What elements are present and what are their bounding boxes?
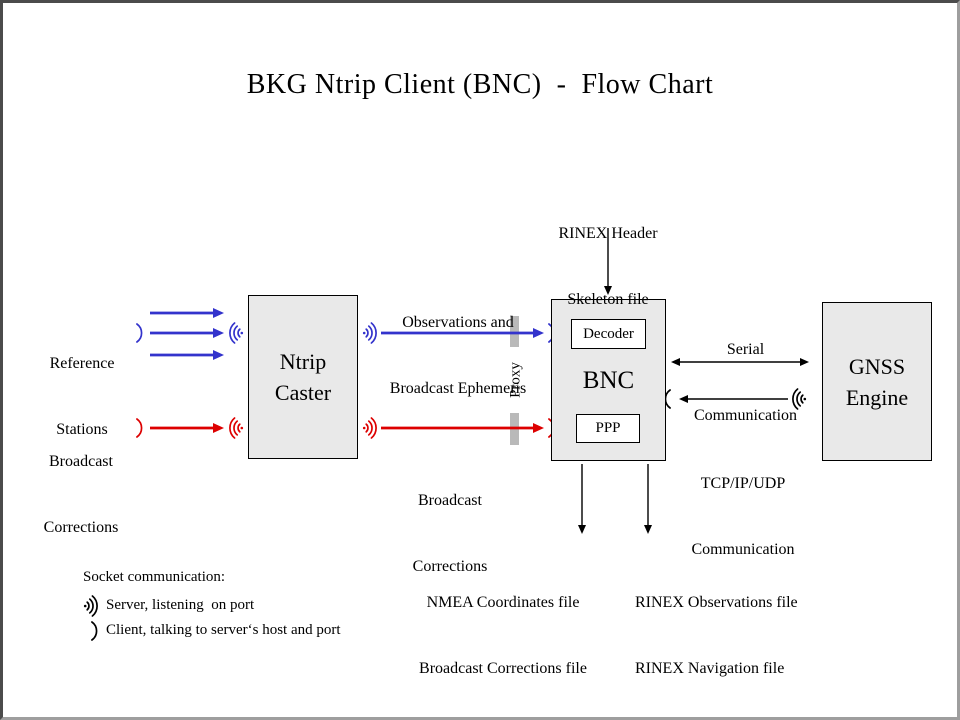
decoder-label: Decoder bbox=[583, 325, 634, 342]
diagram-arrows-layer bbox=[83, 228, 809, 641]
label-broadcast-corrections-flow: Broadcast Corrections bbox=[412, 492, 488, 575]
bnc-label: BNC bbox=[582, 367, 635, 394]
ppp-label: PPP bbox=[595, 420, 621, 436]
gnss-label-line2: Engine bbox=[845, 384, 909, 410]
label-nmea-output-files: NMEA Coordinates file Broadcast Correcti… bbox=[419, 594, 587, 677]
label-rinex-output-files: RINEX Observations file RINEX Navigation… bbox=[635, 594, 798, 677]
label-rinex-header-skeleton: RINEX Header Skeleton file bbox=[558, 225, 658, 308]
proxy-label: Proxy bbox=[507, 362, 524, 398]
label-broadcast-corrections-input: Broadcast Corrections bbox=[43, 453, 119, 536]
label-reference-stations: Reference Stations bbox=[49, 355, 115, 438]
client-socket-icon-refstations bbox=[136, 323, 143, 343]
page-title: BKG Ntrip Client (BNC) - Flow Chart bbox=[246, 69, 714, 100]
proxy-bar-top bbox=[510, 316, 519, 347]
legend-client-socket-icon bbox=[91, 621, 98, 641]
ntrip-caster-label-line1: Ntrip bbox=[279, 349, 327, 374]
node-gnss-engine: GNSS Engine bbox=[822, 302, 932, 461]
label-serial-communication: Serial Communication bbox=[693, 341, 798, 424]
server-socket-icon-caster-in-corr bbox=[229, 417, 244, 439]
server-socket-icon-caster-in-obs bbox=[229, 322, 244, 344]
ntrip-caster-label-line2: Caster bbox=[274, 380, 332, 405]
label-observations-ephemeris: Observations and Broadcast Ephemeris bbox=[389, 314, 527, 397]
node-ppp: PPP bbox=[576, 414, 640, 443]
legend-server-socket-icon bbox=[83, 595, 98, 617]
node-bnc: Decoder BNC PPP bbox=[551, 299, 666, 461]
node-decoder: Decoder bbox=[571, 319, 646, 349]
legend-client-label: Client, talking to server‘s host and por… bbox=[106, 622, 341, 638]
label-tcpip-communication: TCP/IP/UDP Communication bbox=[691, 475, 795, 558]
gnss-label-line1: GNSS bbox=[848, 353, 906, 379]
legend-server-label: Server, listening on port bbox=[106, 597, 255, 613]
node-ntrip-caster: Ntrip Caster bbox=[248, 295, 358, 459]
legend-heading: Socket communication: bbox=[83, 569, 226, 585]
